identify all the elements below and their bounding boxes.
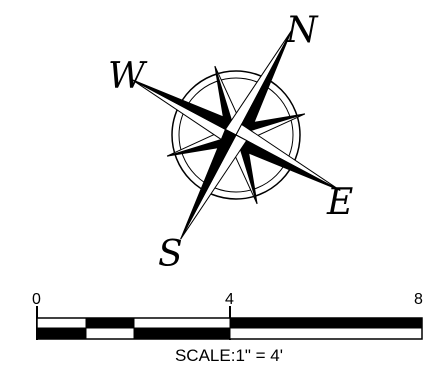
scale-frame [36, 317, 423, 340]
west-label: W [108, 56, 148, 97]
scale-bar: 0 4 8 SCALE:1" = 4' [32, 291, 423, 365]
compass-rose: N W E S [108, 10, 353, 275]
compass-points [131, 30, 341, 240]
scale-seg-top-3 [133, 317, 231, 329]
scale-caption: SCALE:1" = 4' [175, 346, 283, 365]
north-label: N [285, 10, 319, 51]
scale-lower-band [37, 327, 423, 340]
compass-major-point-4-dark [180, 128, 237, 240]
scale-tick-8: 8 [414, 291, 423, 308]
scale-seg-bottom-1 [37, 328, 86, 339]
scale-tick-0: 0 [32, 291, 41, 308]
scale-tick-4: 4 [225, 291, 234, 308]
south-label: S [158, 234, 183, 275]
compass-rings [171, 70, 301, 200]
scale-seg-bottom-3 [134, 328, 230, 339]
scale-seg-bottom-2 [85, 327, 135, 340]
scale-seg-top-2 [86, 318, 134, 328]
scale-seg-top-1 [36, 317, 87, 329]
scale-seg-top-4 [230, 318, 422, 328]
compass-inner-ring [178, 77, 294, 193]
scale-seg-bottom-4 [229, 327, 423, 340]
east-label: E [326, 182, 353, 223]
scale-upper-band [36, 317, 422, 329]
compass-outer-ring [171, 70, 301, 200]
